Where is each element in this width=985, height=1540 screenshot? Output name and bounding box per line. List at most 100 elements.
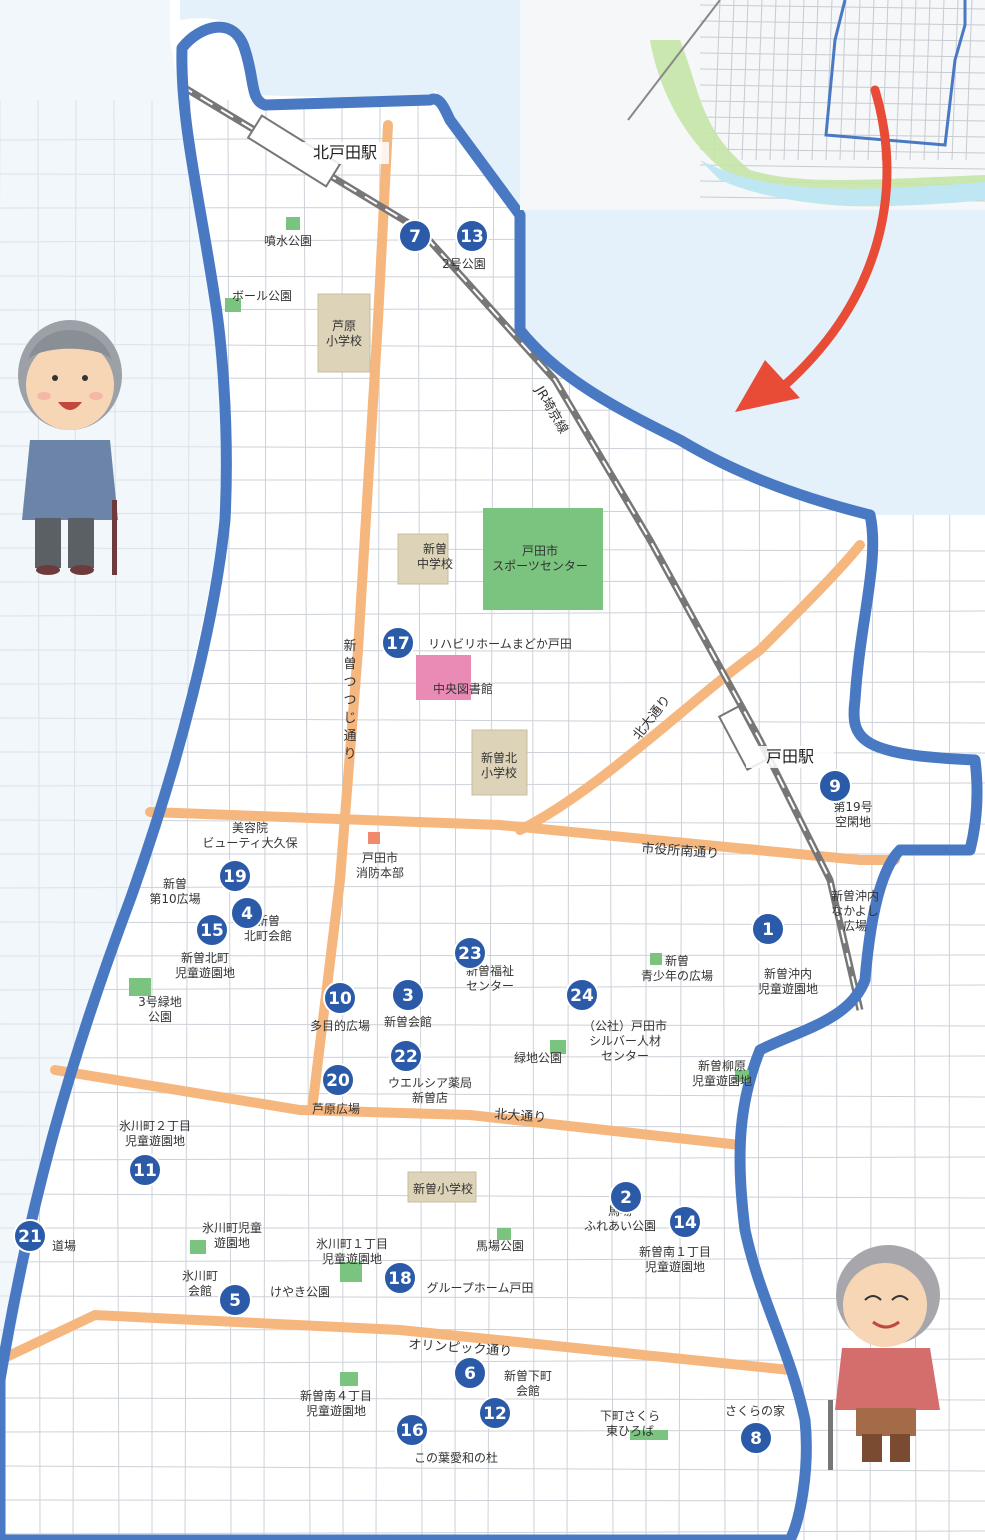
place-label-fureai: ふれあい公園 — [584, 1219, 656, 1233]
place-label-shinzo10: 第10広場 — [149, 892, 200, 906]
marker-number-13: 13 — [460, 227, 484, 247]
place-label-green3: 3号緑地 — [138, 994, 182, 1009]
marker-14[interactable] — [668, 1205, 702, 1239]
place-label-okiuchi-jido: 児童遊園地 — [758, 981, 818, 996]
road-label-tsutsuji: 通 — [343, 729, 356, 744]
inset-street-line — [769, 0, 777, 161]
marker-11[interactable] — [128, 1153, 162, 1187]
place-label-dojo: 道場 — [52, 1239, 76, 1253]
inset-street-line — [727, 0, 735, 161]
place-label-hikawa-kaikan: 氷川町 — [182, 1269, 218, 1283]
district-boundary — [0, 21, 983, 1540]
place-label-ryokuchi: 緑地公園 — [514, 1050, 562, 1065]
marker-number-1: 1 — [762, 920, 774, 940]
inset-street-line — [909, 0, 917, 161]
place-label-ashihara: 小学校 — [326, 333, 362, 348]
street-line — [0, 1429, 985, 1433]
road-hokudai2 — [50, 1065, 745, 1150]
marker-3[interactable] — [391, 978, 425, 1012]
place-label-green3: 公園 — [148, 1010, 172, 1024]
place-label-seishonen: 新曽 — [665, 953, 689, 968]
inset-street-line — [699, 164, 985, 170]
marker-17[interactable] — [381, 626, 415, 660]
marker-24[interactable] — [565, 978, 599, 1012]
road-label-tsutsuji: つ — [343, 675, 356, 690]
street-line — [0, 1125, 985, 1128]
main-roads — [0, 120, 900, 1375]
marker-10[interactable] — [323, 981, 357, 1015]
school-ashihara — [317, 293, 371, 373]
place-label-sports: スポーツセンター — [492, 559, 588, 573]
marker-number-10: 10 — [328, 989, 352, 1009]
road-kitaomote — [515, 540, 865, 835]
park-seishonen — [650, 953, 662, 965]
marker-12[interactable] — [478, 1396, 512, 1430]
marker-23[interactable] — [453, 936, 487, 970]
marker-number-22: 22 — [394, 1047, 418, 1067]
road-label-tsutsuji: じ — [343, 711, 356, 726]
inset-street-line — [811, 0, 819, 161]
place-label-biyoin: ビューティ大久保 — [202, 836, 297, 850]
place-label-shimocho-kaikan: 会館 — [516, 1383, 540, 1398]
marker-21[interactable] — [13, 1219, 47, 1253]
marker-8[interactable] — [739, 1421, 773, 1455]
marker-number-23: 23 — [458, 944, 482, 964]
marker-22[interactable] — [389, 1039, 423, 1073]
street-line — [0, 1328, 985, 1331]
place-label-hikawa-jido: 遊園地 — [214, 1235, 250, 1250]
place-label-akichi: 第19号 — [833, 800, 872, 814]
park-funsui — [286, 217, 300, 230]
place-label-silver: シルバー人材 — [589, 1034, 661, 1048]
marker-16[interactable] — [395, 1413, 429, 1447]
marker-19[interactable] — [218, 859, 252, 893]
place-label-baba: 馬場公園 — [476, 1239, 524, 1253]
marker-13[interactable] — [455, 219, 489, 253]
place-label-shinzokita-es: 新曽北 — [481, 750, 517, 765]
marker-15[interactable] — [195, 913, 229, 947]
marker-7[interactable] — [398, 219, 432, 253]
marker-2[interactable] — [609, 1180, 643, 1214]
marker-9[interactable] — [818, 769, 852, 803]
marker-number-2: 2 — [620, 1188, 632, 1208]
elderly-woman-illustration — [828, 1245, 940, 1470]
inset-street-line — [895, 0, 903, 161]
place-label-konoha: この葉愛和の杜 — [414, 1450, 498, 1465]
marker-6[interactable] — [453, 1356, 487, 1390]
school-shinzokita — [471, 729, 528, 796]
place-label-silver: （公社）戸田市 — [583, 1018, 667, 1033]
place-label-rehab: リハビリホームまどか戸田 — [428, 637, 572, 651]
marker-number-21: 21 — [18, 1227, 42, 1247]
street-line — [0, 1156, 985, 1161]
station-label-bg — [746, 746, 834, 768]
inset-river — [700, 160, 985, 206]
marker-5[interactable] — [218, 1283, 252, 1317]
place-label-shinzo-jhs: 新曽 — [423, 541, 447, 556]
marker-4[interactable] — [230, 896, 264, 930]
school-shinzo-jhs — [397, 533, 449, 585]
street-line — [0, 883, 985, 889]
inset-boundary — [824, 0, 967, 147]
marker-number-9: 9 — [829, 777, 841, 797]
inset-street-line — [699, 116, 985, 122]
marker-number-7: 7 — [409, 227, 421, 247]
place-label-ball: ボール公園 — [232, 289, 292, 303]
marker-20[interactable] — [321, 1063, 355, 1097]
station-label-kitatoda: 北戸田駅 — [313, 143, 377, 162]
road-label-olympic: オリンピック通り — [408, 1337, 513, 1359]
street-line — [0, 1295, 985, 1300]
place-label-library: 中央図書館 — [433, 681, 493, 696]
park-ryokuchi — [550, 1040, 566, 1054]
place-label-sakura-ie: さくらの家 — [725, 1403, 785, 1418]
road-label-hokudai2: 北大通り — [494, 1107, 547, 1126]
marker-18[interactable] — [383, 1261, 417, 1295]
place-label-seishonen: 青少年の広場 — [641, 969, 713, 983]
inset-street-line — [741, 0, 749, 161]
marker-number-4: 4 — [241, 904, 253, 924]
place-label-fukushi: センター — [466, 979, 514, 993]
marker-1[interactable] — [751, 912, 785, 946]
inset-map — [520, 0, 985, 210]
place-label-minami1: 児童遊園地 — [645, 1259, 705, 1274]
place-label-kitajido: 児童遊園地 — [175, 965, 235, 980]
